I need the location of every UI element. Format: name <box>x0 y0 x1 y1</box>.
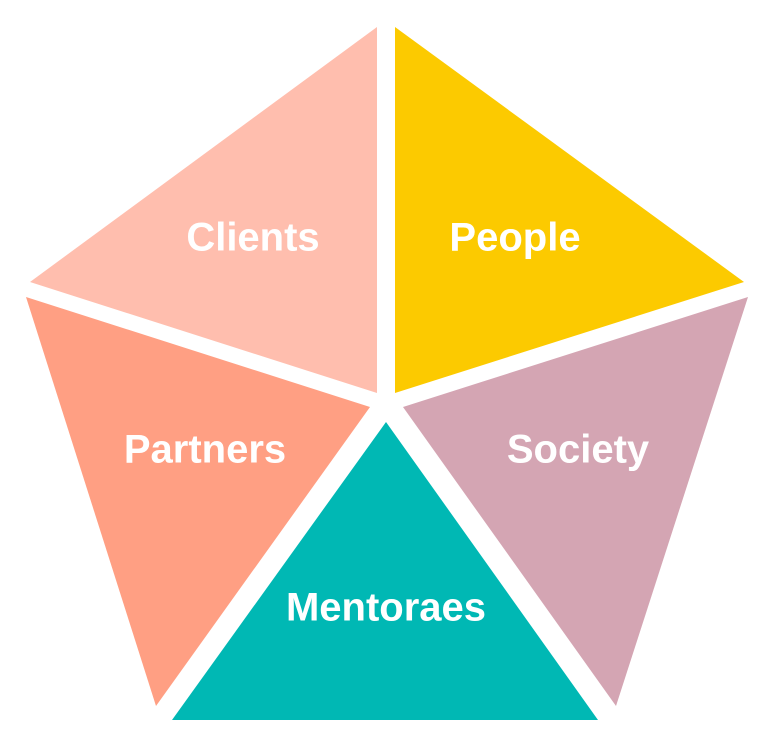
label-society: Society <box>507 428 650 472</box>
segment-people <box>395 27 744 393</box>
segment-clients <box>30 27 377 393</box>
segment-society <box>403 297 748 706</box>
segment-mentoraes <box>172 422 598 720</box>
label-clients: Clients <box>186 216 319 260</box>
segment-partners <box>26 297 370 706</box>
label-partners: Partners <box>124 428 286 472</box>
label-mentoraes: Mentoraes <box>286 586 486 630</box>
label-people: People <box>449 216 580 260</box>
